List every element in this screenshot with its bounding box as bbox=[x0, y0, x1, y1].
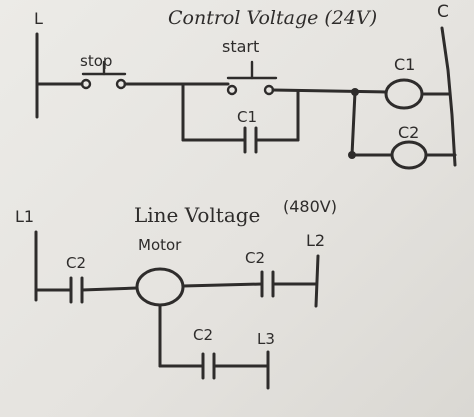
contact-left-label: C2 bbox=[66, 254, 86, 272]
rung1-wire-right bbox=[271, 88, 388, 94]
l2-rail bbox=[314, 254, 320, 308]
l2-label: L2 bbox=[306, 231, 325, 250]
main-contact-c2-bottom bbox=[201, 352, 216, 380]
start-pushbutton bbox=[226, 60, 278, 96]
contact-bottom-label: C2 bbox=[193, 326, 213, 344]
motor bbox=[135, 267, 185, 307]
main-contact-c2-right bbox=[260, 270, 275, 298]
coil-c1-label: C1 bbox=[394, 55, 415, 74]
control-right-rail bbox=[440, 26, 457, 167]
line-voltage-value: (480V) bbox=[283, 197, 337, 216]
holding-contact-label: C1 bbox=[237, 108, 257, 126]
l1-to-motor-wire bbox=[80, 286, 139, 292]
stop-pushbutton bbox=[80, 60, 127, 90]
l1-label: L1 bbox=[15, 207, 34, 226]
motor-label: Motor bbox=[138, 236, 182, 254]
stop-label: stop bbox=[80, 52, 112, 70]
start-label: start bbox=[222, 37, 259, 56]
control-voltage-title: Control Voltage (24V) bbox=[168, 7, 377, 29]
main-contact-c2-left bbox=[69, 276, 84, 304]
holding-contact-c1 bbox=[243, 126, 258, 154]
coil2-branch-vertical bbox=[350, 90, 357, 157]
l3-label: L3 bbox=[257, 330, 275, 348]
control-left-rail-label: L bbox=[34, 9, 43, 28]
motor-to-l2-wire bbox=[181, 282, 264, 288]
coil-c2 bbox=[390, 140, 428, 170]
contact-right-label: C2 bbox=[245, 249, 265, 267]
line-voltage-title: Line Voltage bbox=[134, 203, 260, 227]
coil-c2-label: C2 bbox=[398, 123, 419, 142]
coil-c1 bbox=[384, 78, 424, 110]
control-right-rail-label: C bbox=[437, 2, 449, 22]
